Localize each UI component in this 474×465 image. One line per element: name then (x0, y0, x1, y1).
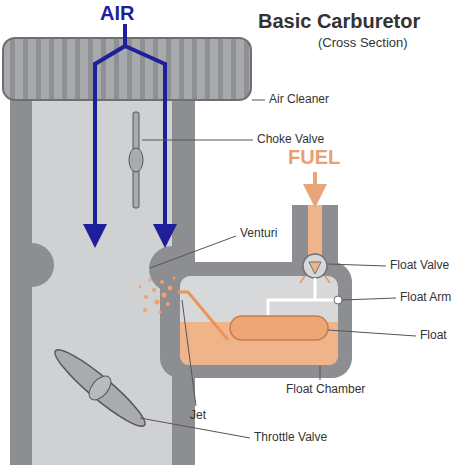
float-arm (268, 278, 336, 318)
throttle-valve (47, 340, 154, 436)
fuel-channel (308, 205, 322, 257)
air-flow-arrow (95, 24, 125, 236)
jet (178, 292, 228, 340)
fuel-flow-arrow (313, 172, 317, 196)
part-label: Throttle Valve (254, 431, 327, 445)
float-valve (303, 254, 327, 278)
air-flow-arrow (125, 46, 165, 236)
float-chamber-inside (180, 276, 338, 365)
leader-lines (140, 100, 416, 438)
float-chamber-wall (160, 262, 352, 378)
part-label: Float (420, 329, 447, 343)
venturi-wall (149, 246, 172, 292)
air-passage (32, 98, 172, 465)
diagram-title: Basic Carburetor (258, 10, 420, 33)
float (230, 316, 328, 340)
part-label: Float Valve (390, 259, 449, 273)
float-arm-pivot (334, 296, 342, 304)
part-label: Jet (190, 409, 206, 423)
part-label: Venturi (240, 227, 277, 241)
carburetor-body (10, 98, 195, 465)
choke-valve (129, 112, 143, 208)
venturi-wall (32, 243, 54, 287)
part-label: Choke Valve (257, 133, 324, 147)
float-needle (309, 262, 321, 274)
part-label: Air Cleaner (269, 93, 329, 107)
part-label: Float Chamber (286, 383, 365, 397)
part-label: Float Arm (400, 291, 451, 305)
flow-label: FUEL (288, 146, 340, 169)
diagram-caption: (Cross Section) (318, 36, 408, 51)
flow-label: AIR (100, 2, 134, 25)
fuel-droplets (139, 277, 176, 314)
